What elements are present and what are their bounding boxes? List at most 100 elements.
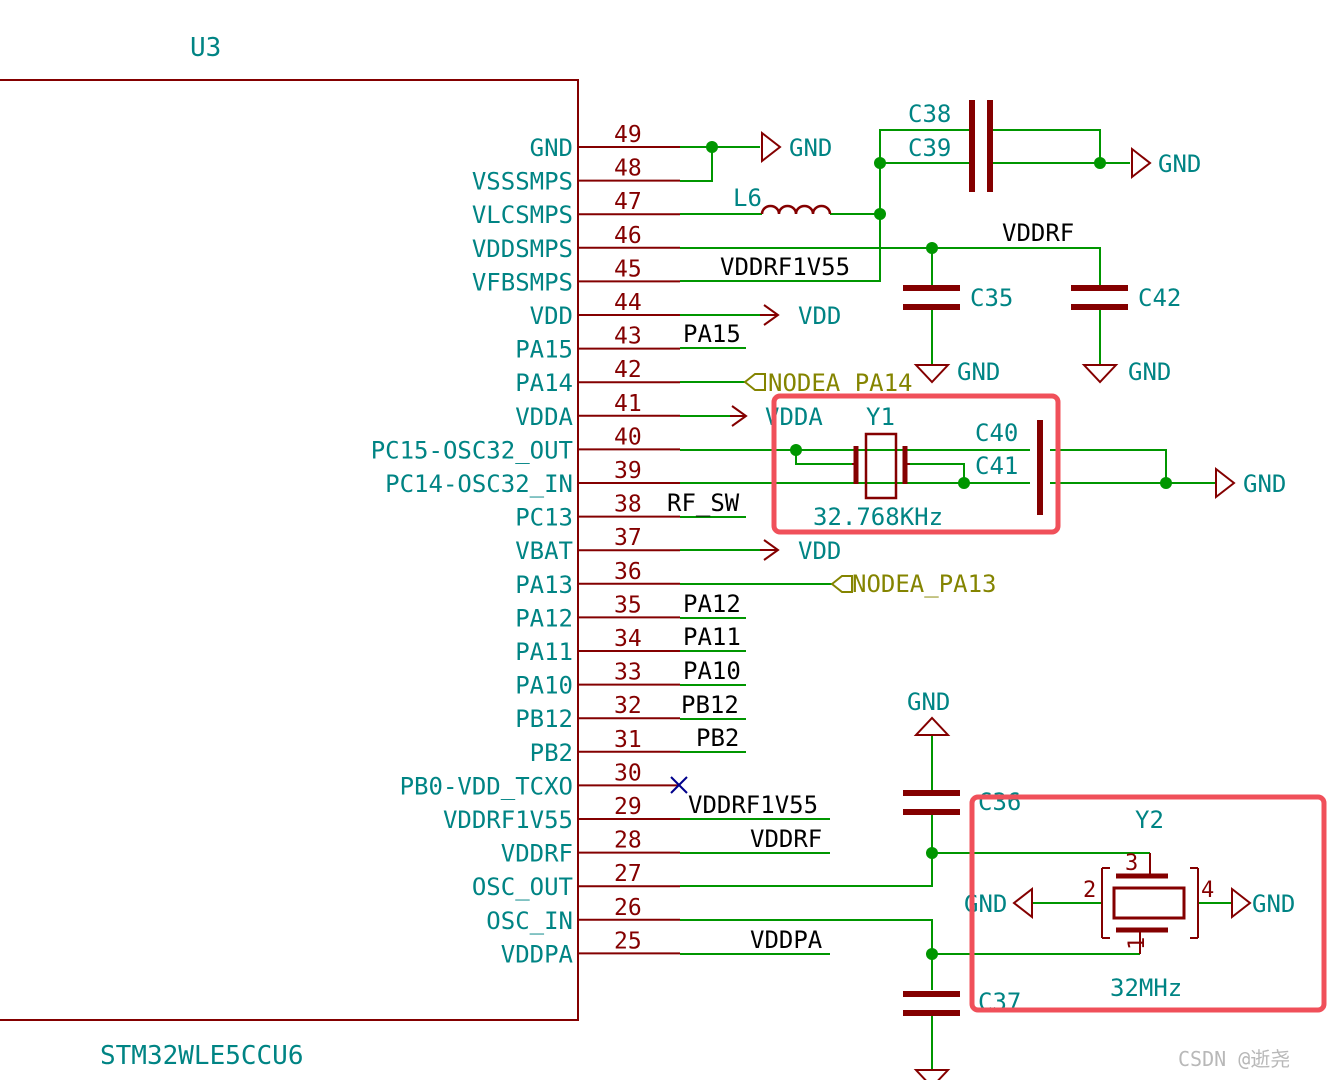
y1-ref: Y1 (866, 403, 895, 431)
pin-number-35: 35 (614, 592, 642, 618)
gnd-label-4: GND (1128, 358, 1171, 386)
pin-name-29: VDDRF1V55 (443, 806, 573, 834)
vdd-label-1: VDD (798, 302, 841, 330)
net-label-pa15: PA15 (683, 320, 741, 348)
pin-name-49: GND (530, 134, 573, 162)
pin-number-36: 36 (614, 559, 642, 585)
junctions (706, 141, 1172, 960)
c41-ref: C41 (975, 452, 1018, 480)
net-label-vddrf-top: VDDRF (1002, 219, 1074, 247)
pin-number-33: 33 (614, 660, 642, 686)
pin-name-36: PA13 (515, 571, 573, 599)
pin-number-47: 47 (614, 189, 642, 215)
c39-ref: C39 (908, 134, 951, 162)
pin-name-32: PB12 (515, 705, 573, 733)
pin-name-39: PC14-OSC32_IN (385, 470, 573, 498)
net-label-rf-sw: RF_SW (667, 489, 740, 517)
ic-pins: 49GND48VSSSMPS47VLCSMPS46VDDSMPS45VFBSMP… (371, 122, 680, 968)
pin-name-27: OSC_OUT (472, 873, 573, 901)
net-label-vddrf-28: VDDRF (750, 825, 822, 853)
global-label-shapes (743, 373, 853, 593)
pin-number-26: 26 (614, 895, 642, 921)
pin-number-46: 46 (614, 223, 642, 249)
pin-name-38: PC13 (515, 504, 573, 532)
pin-name-26: OSC_IN (486, 907, 573, 935)
pin-number-44: 44 (614, 290, 642, 316)
c36-ref: C36 (978, 788, 1021, 816)
pin-number-39: 39 (614, 458, 642, 484)
pin-name-46: VDDSMPS (472, 235, 573, 263)
pin-name-42: PA14 (515, 369, 573, 397)
pin-number-49: 49 (614, 122, 642, 148)
pin-number-28: 28 (614, 828, 642, 854)
watermark: CSDN @逝尧 (1178, 1047, 1290, 1071)
pin-name-43: PA15 (515, 336, 573, 364)
pin-number-27: 27 (614, 861, 642, 887)
net-label-vddrf1v55-29: VDDRF1V55 (688, 791, 818, 819)
crystal-y1 (852, 432, 910, 500)
capacitor-c42 (1071, 285, 1128, 310)
power-symbols (680, 130, 1252, 1080)
y2-ref: Y2 (1135, 806, 1164, 834)
wires (680, 129, 1232, 1070)
pin-name-34: PA11 (515, 638, 573, 666)
pin-name-33: PA10 (515, 672, 573, 700)
net-label-pb12: PB12 (681, 691, 739, 719)
ic-part: STM32WLE5CCU6 (100, 1041, 304, 1071)
net-label-vddrf1v55-45: VDDRF1V55 (720, 253, 850, 281)
pin-number-25: 25 (614, 928, 642, 954)
gnd-label-3: GND (957, 358, 1000, 386)
pin-name-30: PB0-VDD_TCXO (400, 772, 573, 800)
pin-number-32: 32 (614, 693, 642, 719)
y2-pin1: 1 (1125, 937, 1150, 950)
y1-value: 32.768KHz (813, 503, 943, 531)
net-label-pa10: PA10 (683, 657, 741, 685)
pin-number-43: 43 (614, 324, 642, 350)
c40-ref: C40 (975, 419, 1018, 447)
net-label-pb2: PB2 (696, 724, 739, 752)
net-label-pa12: PA12 (683, 590, 741, 618)
net-label-vddpa: VDDPA (750, 926, 823, 954)
pin-number-31: 31 (614, 727, 642, 753)
global-label-nodea-pa13: NODEA_PA13 (852, 570, 997, 598)
ic-ref: U3 (190, 33, 221, 63)
gnd-label-6: GND (907, 688, 950, 716)
y2-value: 32MHz (1110, 974, 1182, 1002)
pin-name-37: VBAT (515, 537, 573, 565)
capacitor-c36 (903, 790, 960, 815)
pin-name-41: VDDA (515, 403, 573, 431)
gnd-label-1: GND (789, 134, 832, 162)
pin-number-30: 30 (614, 760, 642, 786)
pin-name-45: VFBSMPS (472, 268, 573, 296)
gnd-label-8: GND (1252, 890, 1295, 918)
vdd-label-2: VDD (798, 537, 841, 565)
pin-number-40: 40 (614, 424, 642, 450)
y2-pin4: 4 (1201, 878, 1214, 903)
gnd-label-5: GND (1243, 470, 1286, 498)
highlight-box-y2 (969, 794, 1327, 1013)
inductor-l6: L6 (733, 184, 832, 215)
crystal-y2 (1101, 853, 1199, 954)
capacitor-c37 (903, 991, 960, 1016)
pin-number-37: 37 (614, 525, 642, 551)
pin-name-31: PB2 (530, 739, 573, 767)
capacitor-c38-c39 (969, 100, 993, 192)
c42-ref: C42 (1138, 284, 1181, 312)
pin-name-35: PA12 (515, 604, 573, 632)
global-label-nodea-pa14: NODEA_PA14 (768, 369, 913, 397)
net-label-pa11: PA11 (683, 623, 741, 651)
pin-name-48: VSSSMPS (472, 168, 573, 196)
pin-number-41: 41 (614, 391, 642, 417)
gnd-label-2: GND (1158, 150, 1201, 178)
pin-number-42: 42 (614, 357, 642, 383)
pin-number-38: 38 (614, 492, 642, 518)
pin-name-40: PC15-OSC32_OUT (371, 436, 573, 464)
capacitor-c35 (903, 285, 960, 310)
pin-name-44: VDD (530, 302, 573, 330)
pin-number-45: 45 (614, 256, 642, 282)
l6-ref: L6 (733, 184, 762, 212)
pin-number-34: 34 (614, 626, 642, 652)
y2-pin2: 2 (1083, 878, 1096, 903)
pin-number-29: 29 (614, 794, 642, 820)
